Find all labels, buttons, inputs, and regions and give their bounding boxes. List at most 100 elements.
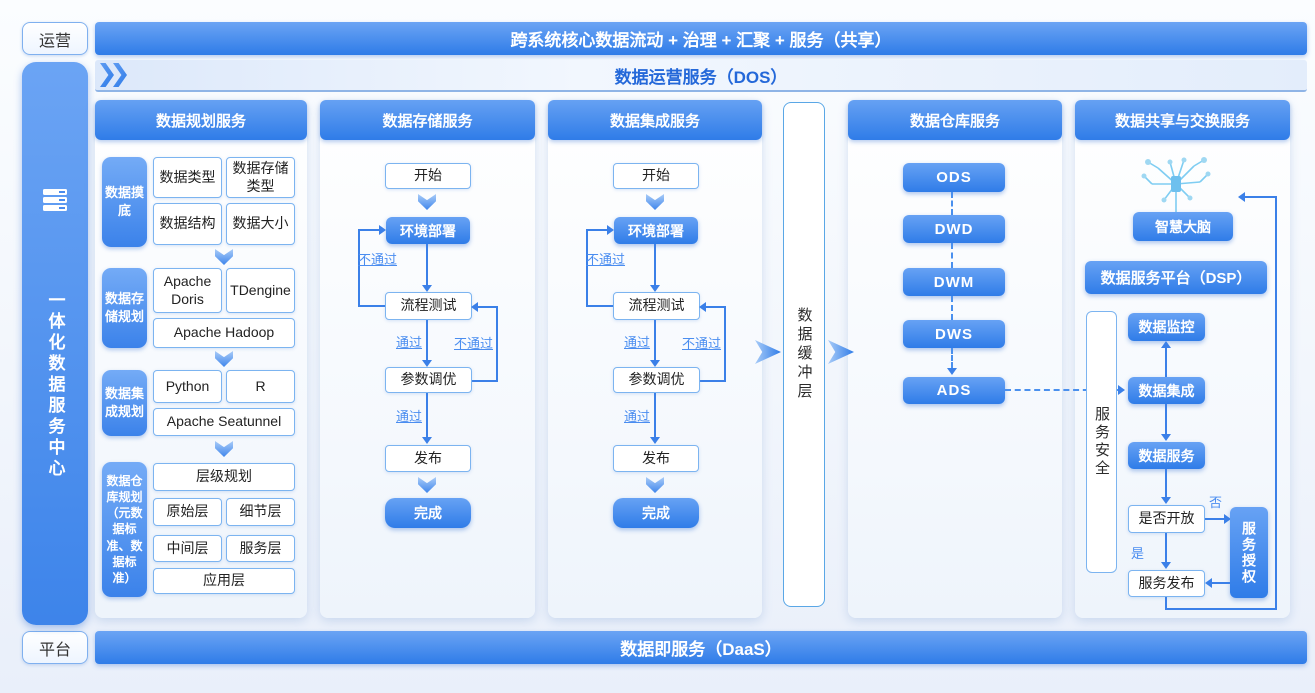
connector bbox=[586, 305, 613, 307]
integration-done: 完成 bbox=[613, 498, 699, 528]
dsp-box: 数据服务平台（DSP） bbox=[1085, 261, 1267, 294]
dashed-connector bbox=[951, 348, 953, 368]
arrowhead-down bbox=[422, 437, 432, 444]
integration-start: 开始 bbox=[613, 163, 699, 189]
arrowhead-left bbox=[1205, 578, 1212, 588]
arrowhead-down bbox=[1161, 497, 1171, 504]
connector bbox=[426, 320, 428, 360]
service-publish-box: 服务发布 bbox=[1128, 570, 1205, 597]
connector bbox=[496, 306, 498, 382]
connector bbox=[1165, 597, 1167, 610]
open-or-not-box: 是否开放 bbox=[1128, 505, 1205, 533]
item-apache-hadoop: Apache Hadoop bbox=[153, 318, 295, 348]
warehouse-title: 数据仓库服务 bbox=[909, 112, 1000, 130]
connector bbox=[1165, 348, 1167, 377]
arrowhead-left bbox=[1238, 192, 1245, 202]
operation-tag-label: 运营 bbox=[38, 32, 71, 50]
fail-label: 不通过 bbox=[586, 252, 626, 267]
connector bbox=[358, 305, 385, 307]
layer-ads: ADS bbox=[903, 377, 1005, 404]
layer-ods: ODS bbox=[903, 163, 1005, 192]
connector bbox=[1245, 196, 1277, 198]
connector bbox=[1165, 608, 1277, 610]
item-application-layer: 应用层 bbox=[153, 568, 295, 594]
data-integration-box: 数据集成 bbox=[1128, 377, 1205, 404]
arrowhead-right bbox=[1118, 385, 1125, 395]
item-data-structure: 数据结构 bbox=[153, 203, 222, 245]
arrowhead-right bbox=[1224, 514, 1231, 524]
arrowhead-down bbox=[1161, 434, 1171, 441]
connector bbox=[1205, 518, 1224, 520]
arrowhead-down bbox=[947, 368, 957, 375]
item-raw-layer: 原始层 bbox=[153, 498, 222, 526]
storage-start: 开始 bbox=[385, 163, 471, 189]
data-buffer-layer: 数据缓冲层 bbox=[783, 102, 825, 607]
dos-banner-title: 数据运营服务（DOS） bbox=[614, 67, 788, 87]
item-layer-planning: 层级规划 bbox=[153, 463, 295, 491]
connector bbox=[706, 306, 726, 308]
platform-tag: 平台 bbox=[22, 631, 88, 664]
sharing-title: 数据共享与交换服务 bbox=[1114, 112, 1250, 130]
connector bbox=[426, 393, 428, 437]
service-security-box: 服务安全 bbox=[1086, 311, 1117, 573]
connector bbox=[478, 306, 498, 308]
storage-test: 流程测试 bbox=[385, 292, 472, 320]
pass-label: 通过 bbox=[624, 409, 651, 424]
connector bbox=[358, 229, 360, 307]
item-data-size: 数据大小 bbox=[226, 203, 295, 245]
item-tdengine: TDengine bbox=[226, 268, 295, 313]
group-label-warehouse-planning: 数据仓库规划（元数据标准、数据标准） bbox=[102, 462, 147, 597]
warehouse-column-header: 数据仓库服务 bbox=[848, 100, 1062, 140]
pass-label: 通过 bbox=[396, 409, 423, 424]
integration-deploy: 环境部署 bbox=[614, 217, 698, 244]
item-data-storage-type: 数据存储类型 bbox=[226, 157, 295, 198]
operation-tag: 运营 bbox=[22, 22, 88, 55]
integration-column-header: 数据集成服务 bbox=[548, 100, 762, 140]
layer-dwd: DWD bbox=[903, 215, 1005, 243]
item-service-layer: 服务层 bbox=[226, 535, 295, 562]
daas-banner-title: 数据即服务（DaaS） bbox=[620, 640, 782, 659]
dashed-connector bbox=[951, 296, 953, 320]
top-banner-title: 跨系统核心数据流动 + 治理 + 汇聚 + 服务（共享） bbox=[510, 31, 892, 50]
arrowhead-right bbox=[607, 225, 614, 235]
dashed-connector bbox=[951, 192, 953, 215]
arrowhead-down bbox=[650, 285, 660, 292]
layer-dwm: DWM bbox=[903, 268, 1005, 296]
group-label-integration-planning: 数据集成规划 bbox=[102, 370, 147, 436]
integration-test: 流程测试 bbox=[613, 292, 700, 320]
data-service-box: 数据服务 bbox=[1128, 442, 1205, 469]
arrowhead-left bbox=[699, 302, 706, 312]
planning-column-header: 数据规划服务 bbox=[95, 100, 307, 140]
integration-publish: 发布 bbox=[613, 445, 699, 472]
connector bbox=[586, 229, 588, 307]
arrowhead-down bbox=[422, 285, 432, 292]
item-apache-seatunnel: Apache Seatunnel bbox=[153, 408, 295, 436]
connector bbox=[724, 306, 726, 382]
arrowhead-down bbox=[650, 360, 660, 367]
arrowhead-down bbox=[422, 360, 432, 367]
arrowhead-down bbox=[1161, 562, 1171, 569]
storage-publish: 发布 bbox=[385, 445, 471, 472]
no-label: 否 bbox=[1209, 495, 1223, 510]
group-label-data-survey: 数据摸底 bbox=[102, 157, 147, 247]
yes-label: 是 bbox=[1131, 546, 1145, 561]
connector bbox=[1212, 582, 1230, 584]
smart-brain-icon bbox=[1141, 157, 1211, 214]
fail-label: 不通过 bbox=[682, 336, 722, 351]
connector bbox=[654, 244, 656, 285]
arrowhead-up bbox=[1161, 341, 1171, 348]
connector bbox=[700, 380, 726, 382]
integration-tune: 参数调优 bbox=[613, 367, 700, 393]
integration-title: 数据集成服务 bbox=[609, 112, 700, 130]
connector bbox=[358, 229, 379, 231]
item-r: R bbox=[226, 370, 295, 403]
connector bbox=[586, 229, 607, 231]
smart-brain-box: 智慧大脑 bbox=[1133, 212, 1233, 241]
unified-data-center-label: 一体化数据服务中心 bbox=[45, 290, 65, 480]
item-apache-doris: Apache Doris bbox=[153, 268, 222, 313]
item-python: Python bbox=[153, 370, 222, 403]
dashed-connector-ads-to-sharing bbox=[1005, 389, 1118, 391]
arrowhead-left bbox=[471, 302, 478, 312]
pass-label: 通过 bbox=[624, 335, 651, 350]
storage-tune: 参数调优 bbox=[385, 367, 472, 393]
